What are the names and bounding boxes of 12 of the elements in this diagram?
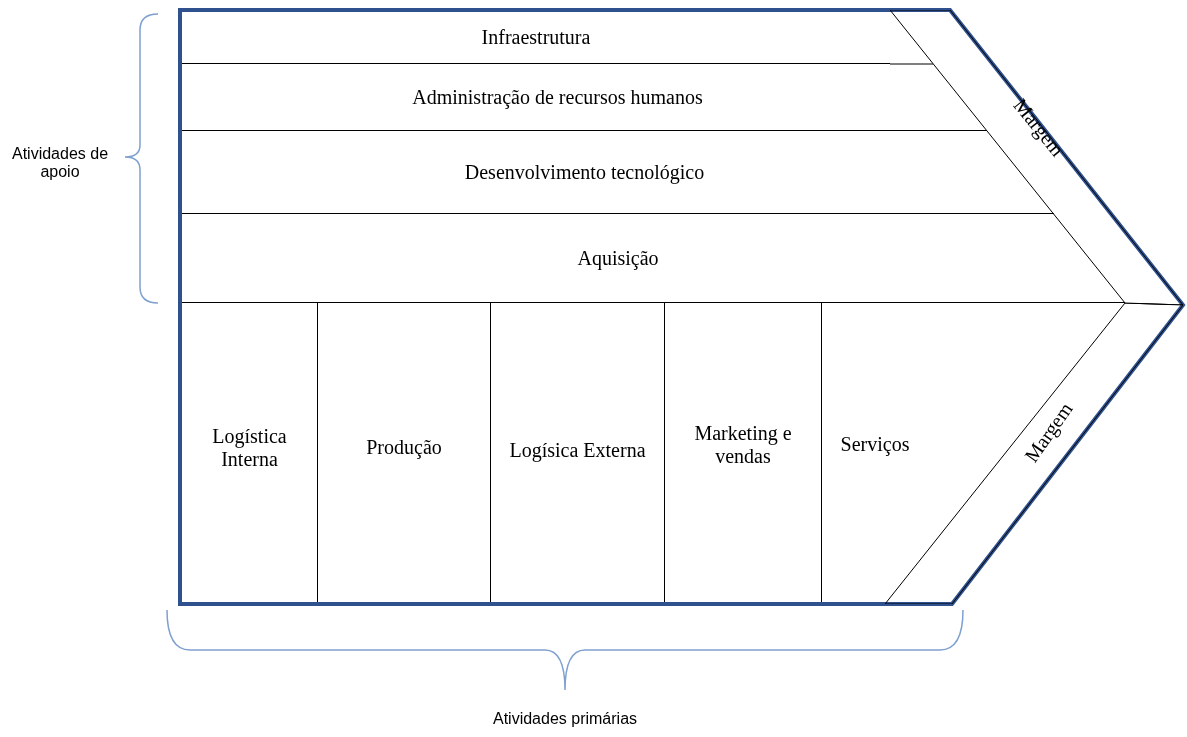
activity-label: Administração de recursos humanos (412, 85, 703, 109)
activity-label: Logísica Externa (509, 439, 646, 462)
activity-label: Marketing e vendas (693, 421, 793, 468)
activity-label: Desenvolvimento tecnológico (464, 160, 705, 184)
activity-label: Aquisição (577, 246, 659, 270)
activity-label: Logística Interna (211, 424, 288, 471)
activity-label: Infraestrutura (481, 26, 591, 49)
activity-label: Produção (366, 436, 442, 459)
margin-band (890, 10, 1183, 305)
activity-label: Serviços (840, 433, 910, 456)
bracket-label: Atividades de apoio (10, 145, 110, 181)
bracket-label: Atividades primárias (491, 710, 639, 728)
